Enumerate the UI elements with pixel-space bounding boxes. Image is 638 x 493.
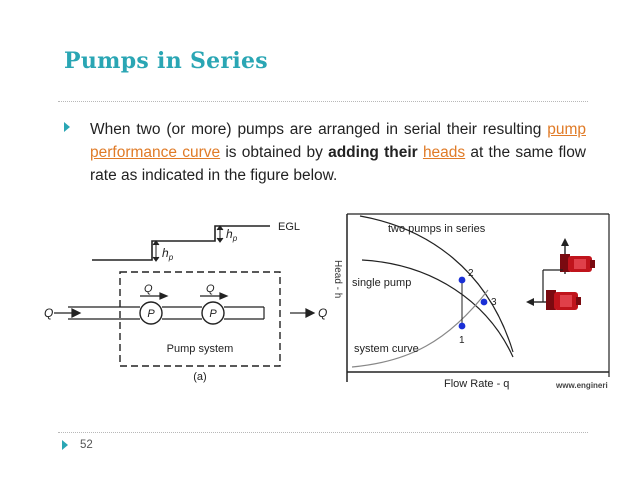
q-in-label: Q	[44, 306, 53, 320]
hp-left-sub: p	[168, 253, 174, 262]
pump-icon-lower	[526, 269, 581, 310]
egl-label: EGL	[278, 221, 300, 233]
pump-system-label: Pump system	[167, 343, 234, 355]
bullet-item: When two (or more) pumps are arranged in…	[64, 118, 586, 187]
bullet-arrow-icon	[64, 122, 70, 132]
y-axis-label: Head - h	[332, 260, 343, 298]
pump-2-label: P	[209, 308, 217, 320]
svg-text:hp: hp	[226, 227, 238, 243]
bullet-text-part: is obtained by	[220, 144, 329, 161]
pump-system-diagram: hp hp EGL P P Q Q Q Q Pump syste	[44, 221, 327, 383]
q-top-2-label: Q	[206, 283, 215, 295]
bullet-text: When two (or more) pumps are arranged in…	[90, 118, 586, 187]
point-1-label: 1	[459, 335, 465, 346]
point-3-label: 3	[491, 297, 497, 308]
single-pump-curve	[361, 259, 514, 358]
system-curve-label: system curve	[354, 343, 419, 355]
point-2-label: 2	[468, 268, 474, 279]
bottom-divider	[58, 432, 588, 433]
bullet-text-part: at the same flow rate as indicated in th…	[90, 144, 587, 184]
pump-icon-upper	[560, 238, 595, 274]
point-2-marker	[458, 276, 466, 284]
egl-line	[92, 225, 270, 261]
q-out-label: Q	[318, 306, 327, 320]
page-number: 52	[80, 439, 93, 451]
q-top-1-label: Q	[144, 283, 153, 295]
hp-right-sub: p	[232, 234, 238, 243]
figure-a-caption: (a)	[193, 371, 206, 383]
pump-performance-curve-link[interactable]: pump performance curve	[90, 121, 586, 161]
pump-system-boundary	[119, 271, 281, 367]
slide-title: Pumps in Series	[64, 48, 268, 74]
hp-right-label: h	[226, 227, 233, 241]
point-3-marker	[480, 298, 488, 306]
bullet-bold-text: adding their	[328, 144, 418, 161]
single-pump-label: single pump	[352, 277, 411, 289]
hp-left-label: h	[162, 246, 169, 260]
two-pumps-label: two pumps in series	[388, 223, 486, 235]
pump-1	[139, 301, 163, 325]
svg-text:hp: hp	[162, 246, 174, 262]
pump-1-label: P	[147, 308, 155, 320]
pump-2	[201, 301, 225, 325]
watermark-text: www.engineri	[555, 381, 608, 390]
heads-link[interactable]: heads	[422, 144, 466, 161]
footer-arrow-icon	[62, 440, 68, 450]
point-1-marker	[458, 322, 466, 330]
system-curve	[351, 289, 489, 368]
bullet-text-part: When two (or more) pumps are arranged in…	[90, 121, 548, 138]
performance-curve-diagram: 2 3 1 two pumps in series single pump sy…	[332, 213, 610, 390]
x-axis-label: Flow Rate - q	[444, 378, 509, 390]
two-pumps-curve	[359, 215, 514, 353]
top-divider	[58, 101, 588, 102]
